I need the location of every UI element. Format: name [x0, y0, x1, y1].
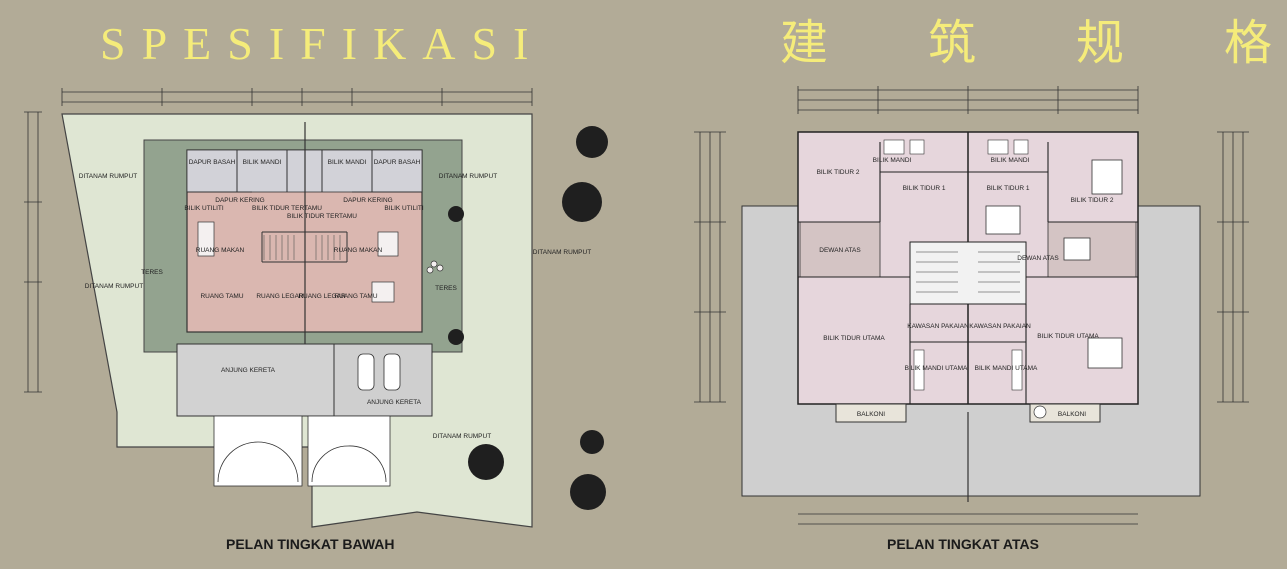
title-malay: SPESIFIKASI — [100, 18, 545, 69]
dimension-lines-upper — [694, 86, 1249, 525]
label-bilik-tidur-1-right: BILIK TIDUR 1 — [987, 185, 1030, 192]
furniture — [197, 221, 444, 303]
label-dapur-kering-r: DAPUR KERING — [343, 197, 392, 204]
caption-first-floor: PELAN TINGKAT ATAS — [887, 536, 1039, 552]
label-bilik-mandi-left: BILIK MANDI — [873, 157, 912, 164]
label-bilik-tidur-utama-right: BILIK TIDUR UTAMA — [1037, 333, 1099, 340]
ground-floor-plan: DAPUR BASAH BILIK MANDI BILIK MANDI DAPU… — [24, 88, 608, 528]
label-bilik-tidur-tertamu: BILIK TIDUR TERTAMU — [252, 205, 322, 212]
label-dapur-basah-r: DAPUR BASAH — [374, 159, 421, 166]
beds — [985, 159, 1123, 369]
label-ruang-makan-r: RUANG MAKAN — [334, 247, 383, 254]
label-kawasan-pakaian-left: KAWASAN PAKAIAN — [907, 323, 969, 330]
label-bilik-mandi-right: BILIK MANDI — [991, 157, 1030, 164]
title-chinese: 建 筑 规 格 — [780, 17, 1287, 70]
label-teres-r: TERES — [435, 285, 457, 292]
label-bilik-tidur-2-left: BILIK TIDUR 2 — [817, 169, 860, 176]
label-kawasan-pakaian-right: KAWASAN PAKAIAN — [969, 323, 1031, 330]
label-teres: TERES — [141, 269, 163, 276]
label-ruang-tamu: RUANG TAMU — [200, 293, 243, 300]
label-dapur-basah: DAPUR BASAH — [189, 159, 236, 166]
label-ditanam-rumput-1: DITANAM RUMPUT — [79, 173, 137, 180]
label-bilik-mandi-utama-left: BILIK MANDI UTAMA — [905, 365, 968, 372]
label-ditanam-rumput-2: DITANAM RUMPUT — [85, 283, 143, 290]
label-bilik-tidur-2-right: BILIK TIDUR 2 — [1071, 197, 1114, 204]
label-bilik-tidur-tertamu-r: BILIK TIDUR TERTAMU — [287, 213, 357, 220]
label-ruang-tamu-r: RUANG TAMU — [334, 293, 377, 300]
cars — [357, 353, 401, 391]
label-bilik-mandi: BILIK MANDI — [243, 159, 282, 166]
dewan-atas-right — [1047, 221, 1137, 278]
label-bilik-utiliti-r: BILIK UTILITI — [384, 205, 424, 212]
label-balkoni-right: BALKONI — [1058, 411, 1086, 418]
label-bilik-mandi-utama-right: BILIK MANDI UTAMA — [975, 365, 1038, 372]
label-anjung-kereta-r: ANJUNG KERETA — [367, 399, 422, 406]
bath-fixtures — [883, 139, 1029, 391]
first-floor-plan: BILIK TIDUR 2 BILIK TIDUR 1 BILIK TIDUR … — [694, 86, 1249, 525]
label-anjung-kereta: ANJUNG KERETA — [221, 367, 276, 374]
label-dewan-atas-right: DEWAN ATAS — [1017, 255, 1059, 262]
label-ditanam-rumput-3: DITANAM RUMPUT — [439, 173, 497, 180]
stair-core — [909, 241, 1027, 305]
label-ruang-legar-r: RUANG LEGAR — [298, 293, 346, 300]
gates — [213, 415, 391, 487]
label-dapur-kering: DAPUR KERING — [215, 197, 264, 204]
stairs — [263, 235, 341, 260]
balcony-left — [835, 403, 907, 423]
label-balkoni-left: BALKONI — [857, 411, 885, 418]
label-ditanam-rumput-5: DITANAM RUMPUT — [433, 433, 491, 440]
label-bilik-mandi-r: BILIK MANDI — [328, 159, 367, 166]
balcony-right — [1029, 403, 1101, 423]
label-ruang-makan: RUANG MAKAN — [196, 247, 245, 254]
caption-ground-floor: PELAN TINGKAT BAWAH — [226, 536, 395, 552]
label-bilik-tidur-utama-left: BILIK TIDUR UTAMA — [823, 335, 885, 342]
label-dewan-atas-left: DEWAN ATAS — [819, 247, 861, 254]
label-ruang-legar: RUANG LEGAR — [256, 293, 304, 300]
label-bilik-utiliti: BILIK UTILITI — [184, 205, 224, 212]
label-bilik-tidur-1-left: BILIK TIDUR 1 — [903, 185, 946, 192]
trees — [448, 126, 608, 510]
label-ditanam-rumput-4: DITANAM RUMPUT — [533, 249, 591, 256]
